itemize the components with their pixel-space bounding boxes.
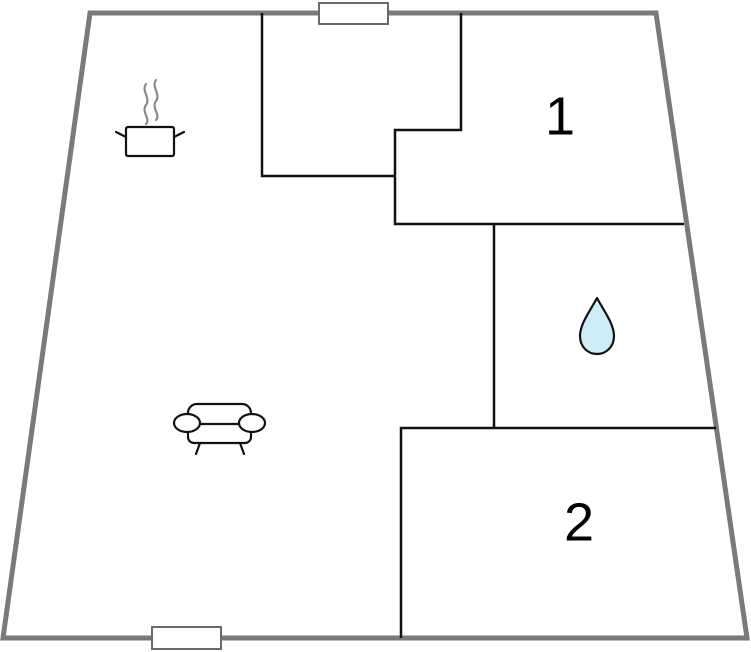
wall-bedroom-2 [399,426,716,638]
room-label-1: 1 [545,86,575,146]
cooking-pot-icon [114,78,186,158]
water-drop-icon [578,296,616,356]
room-label-2: 2 [564,492,594,552]
sofa-icon [172,402,267,456]
wall-bedroom-1 [393,13,684,226]
bottom-window [151,626,222,650]
outer-wall [0,10,750,641]
top-window [318,2,389,25]
wall-kitchen-alcove [260,13,395,178]
